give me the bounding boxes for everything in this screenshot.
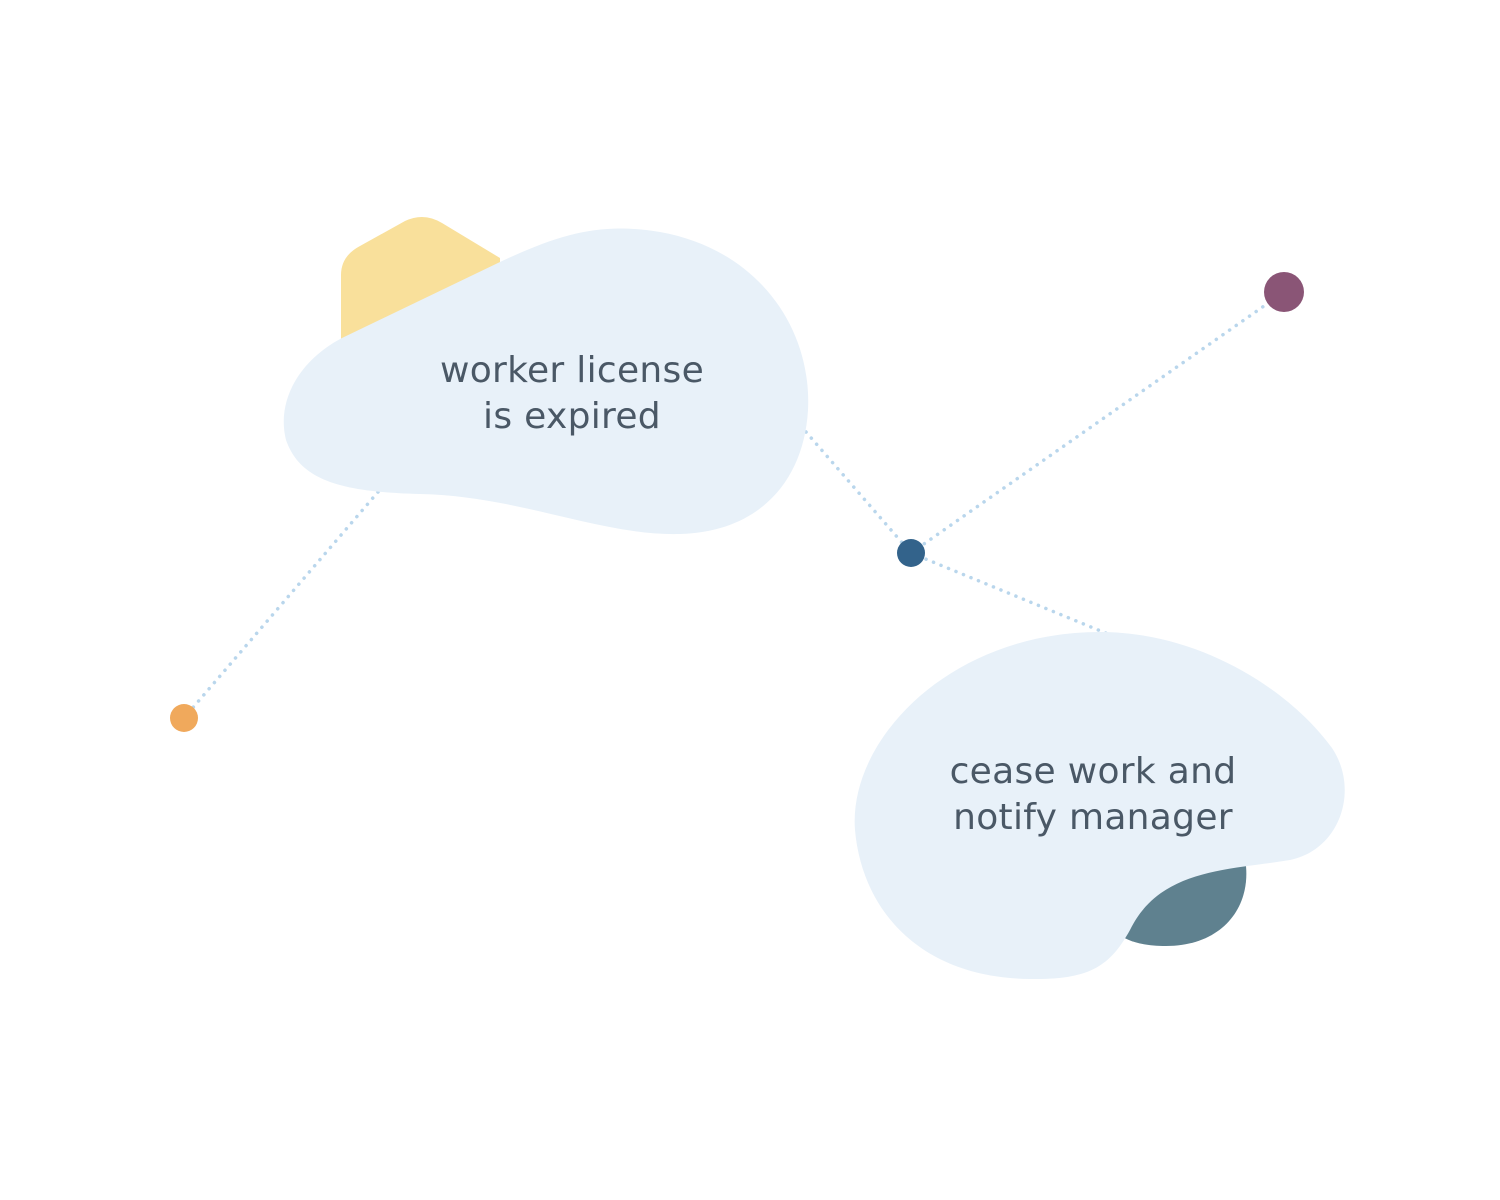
purple-dot[interactable] [1264,272,1304,312]
connector-problem-to-hub [804,430,913,555]
problem-label-line-1: worker license [439,350,705,391]
hub-dot[interactable] [897,539,925,567]
action-label-line-2: notify manager [953,797,1233,838]
connector-problem-to-orange-dot [182,490,380,720]
orange-dot[interactable] [170,704,198,732]
action-label-line-1: cease work and [949,751,1237,792]
action-label: cease work and notify manager [893,749,1293,841]
problem-label: worker license is expired [372,348,772,440]
problem-label-line-2: is expired [483,396,661,437]
leaf-accent-icon [1118,866,1247,946]
connector-hub-to-action [909,551,1110,636]
connector-hub-to-purple-dot [909,290,1286,555]
problem-blob[interactable] [283,228,809,535]
action-blob[interactable] [854,632,1345,980]
